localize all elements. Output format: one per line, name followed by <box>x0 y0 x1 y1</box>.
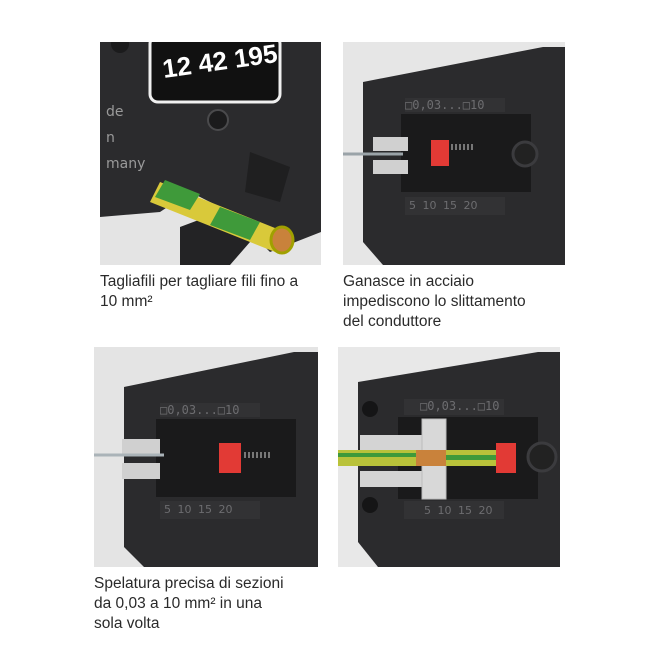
caption-line: del conduttore <box>343 313 442 330</box>
scale-top: □0,03...□10 <box>160 403 240 417</box>
scale-bottom: 5 10 15 20 <box>164 503 233 516</box>
panel-stripping: □0,03...□10 5 10 15 20 <box>94 347 318 567</box>
scale-top: □0,03...□10 <box>405 98 485 112</box>
caption-line: impediscono lo slittamento <box>343 293 526 310</box>
side-text-line: n <box>106 130 115 146</box>
caption-jaws: Ganasce in acciaio impediscono lo slitta… <box>343 272 526 332</box>
panel-jaws: □0,03...□10 5 10 15 20 <box>343 42 565 265</box>
side-text-line: de <box>106 104 124 120</box>
caption-stripping: Spelatura precisa di sezioni da 0,03 a 1… <box>94 574 284 634</box>
scale-bottom: 5 10 15 20 <box>409 199 478 212</box>
cutter-illustration <box>100 42 321 265</box>
caption-line: Ganasce in acciaio <box>343 273 474 290</box>
caption-line: Spelatura precisa di sezioni <box>94 575 284 592</box>
caption-line: 10 mm² <box>100 293 153 310</box>
wire-yellow-green <box>150 180 295 255</box>
scale-bottom: 5 10 15 20 <box>424 504 493 517</box>
side-text-line: many <box>106 156 146 172</box>
caption-line: Tagliafili per tagliare fili fino a <box>100 273 299 290</box>
wire-stripped-illustration <box>338 347 560 567</box>
caption-line: da 0,03 a 10 mm² in una <box>94 595 263 612</box>
panel-wire-stripped: □0,03...□10 5 10 15 20 <box>338 347 560 567</box>
stripping-illustration <box>94 347 318 567</box>
panel-cutter: 12 42 195 de n many <box>100 42 321 265</box>
jaws-illustration <box>343 42 565 265</box>
caption-line: sola volta <box>94 615 160 632</box>
scale-top: □0,03...□10 <box>420 399 500 413</box>
caption-cutter: Tagliafili per tagliare fili fino a 10 m… <box>100 272 298 312</box>
side-text: de n many <box>106 102 145 174</box>
